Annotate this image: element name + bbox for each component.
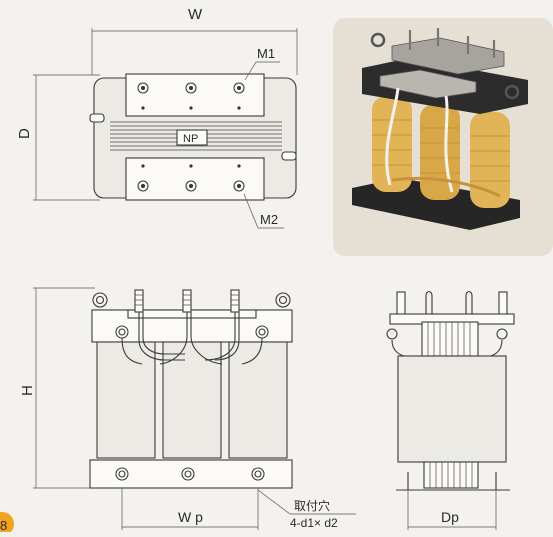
m2-leader (243, 193, 259, 229)
lifting-lugs-top-view (89, 113, 297, 161)
coil-front-right (228, 341, 288, 459)
side-stud-right (498, 291, 508, 317)
w-label: W (188, 6, 203, 23)
terminal-block-top (125, 73, 265, 117)
terminal-block-bottom (125, 157, 265, 201)
nameplate (176, 129, 208, 146)
photo-coil-right (470, 112, 510, 208)
side-terminal-right (496, 328, 508, 340)
photo-lifting-ring-right (504, 84, 520, 100)
photo-terminal-board (391, 37, 505, 75)
side-lower-core (423, 461, 479, 489)
terminals-bottom (137, 164, 245, 192)
side-coil (397, 355, 507, 463)
page-badge (0, 512, 14, 536)
lifting-hook-right (465, 290, 473, 322)
h-label: H (19, 385, 36, 396)
side-upper-core (421, 321, 479, 357)
d-label: D (16, 128, 33, 139)
photo-terminal-studs (408, 28, 496, 58)
dp-label: Dp (441, 509, 459, 525)
lead-wires-front (121, 312, 263, 365)
terminal-board-front (127, 309, 257, 319)
mount-holes-front (115, 467, 265, 481)
lifting-hook-left (425, 290, 433, 322)
side-upper-laminations (427, 322, 471, 356)
terminals-top (137, 82, 245, 110)
nameplate-label: NP (183, 133, 198, 145)
side-terminal-left (386, 328, 398, 340)
mount-hole-leader (257, 489, 291, 515)
photo-lead-3 (391, 176, 501, 198)
terminal-studs-front (134, 289, 240, 313)
lifting-eye-right (275, 292, 291, 308)
top-view: W D (16, 6, 298, 229)
coil-front-left (96, 341, 156, 459)
photo-coil-windings (372, 119, 510, 182)
m1-label: M1 (257, 46, 275, 61)
mount-spec-label: 4-d1× d2 (290, 516, 338, 530)
lifting-eye-left (92, 292, 108, 308)
side-foot-left (396, 472, 409, 491)
mount-holes-label: 取付穴 (294, 498, 330, 513)
side-foot-right (495, 472, 510, 491)
photo-lifting-ring-left (370, 32, 386, 48)
side-view: Dp (386, 290, 515, 530)
m1-leader (244, 61, 257, 81)
page-badge-label: 8 (0, 518, 7, 532)
side-lower-laminations (429, 462, 473, 488)
front-view: H (0, 287, 356, 536)
m2-label: M2 (260, 212, 278, 227)
side-stud-left (396, 291, 406, 317)
transformer-photo (333, 18, 553, 256)
wp-label: W p (178, 509, 203, 525)
photo-lower-board (379, 69, 477, 99)
photo-lead-1 (385, 87, 400, 186)
photo-coil-middle (420, 104, 460, 200)
